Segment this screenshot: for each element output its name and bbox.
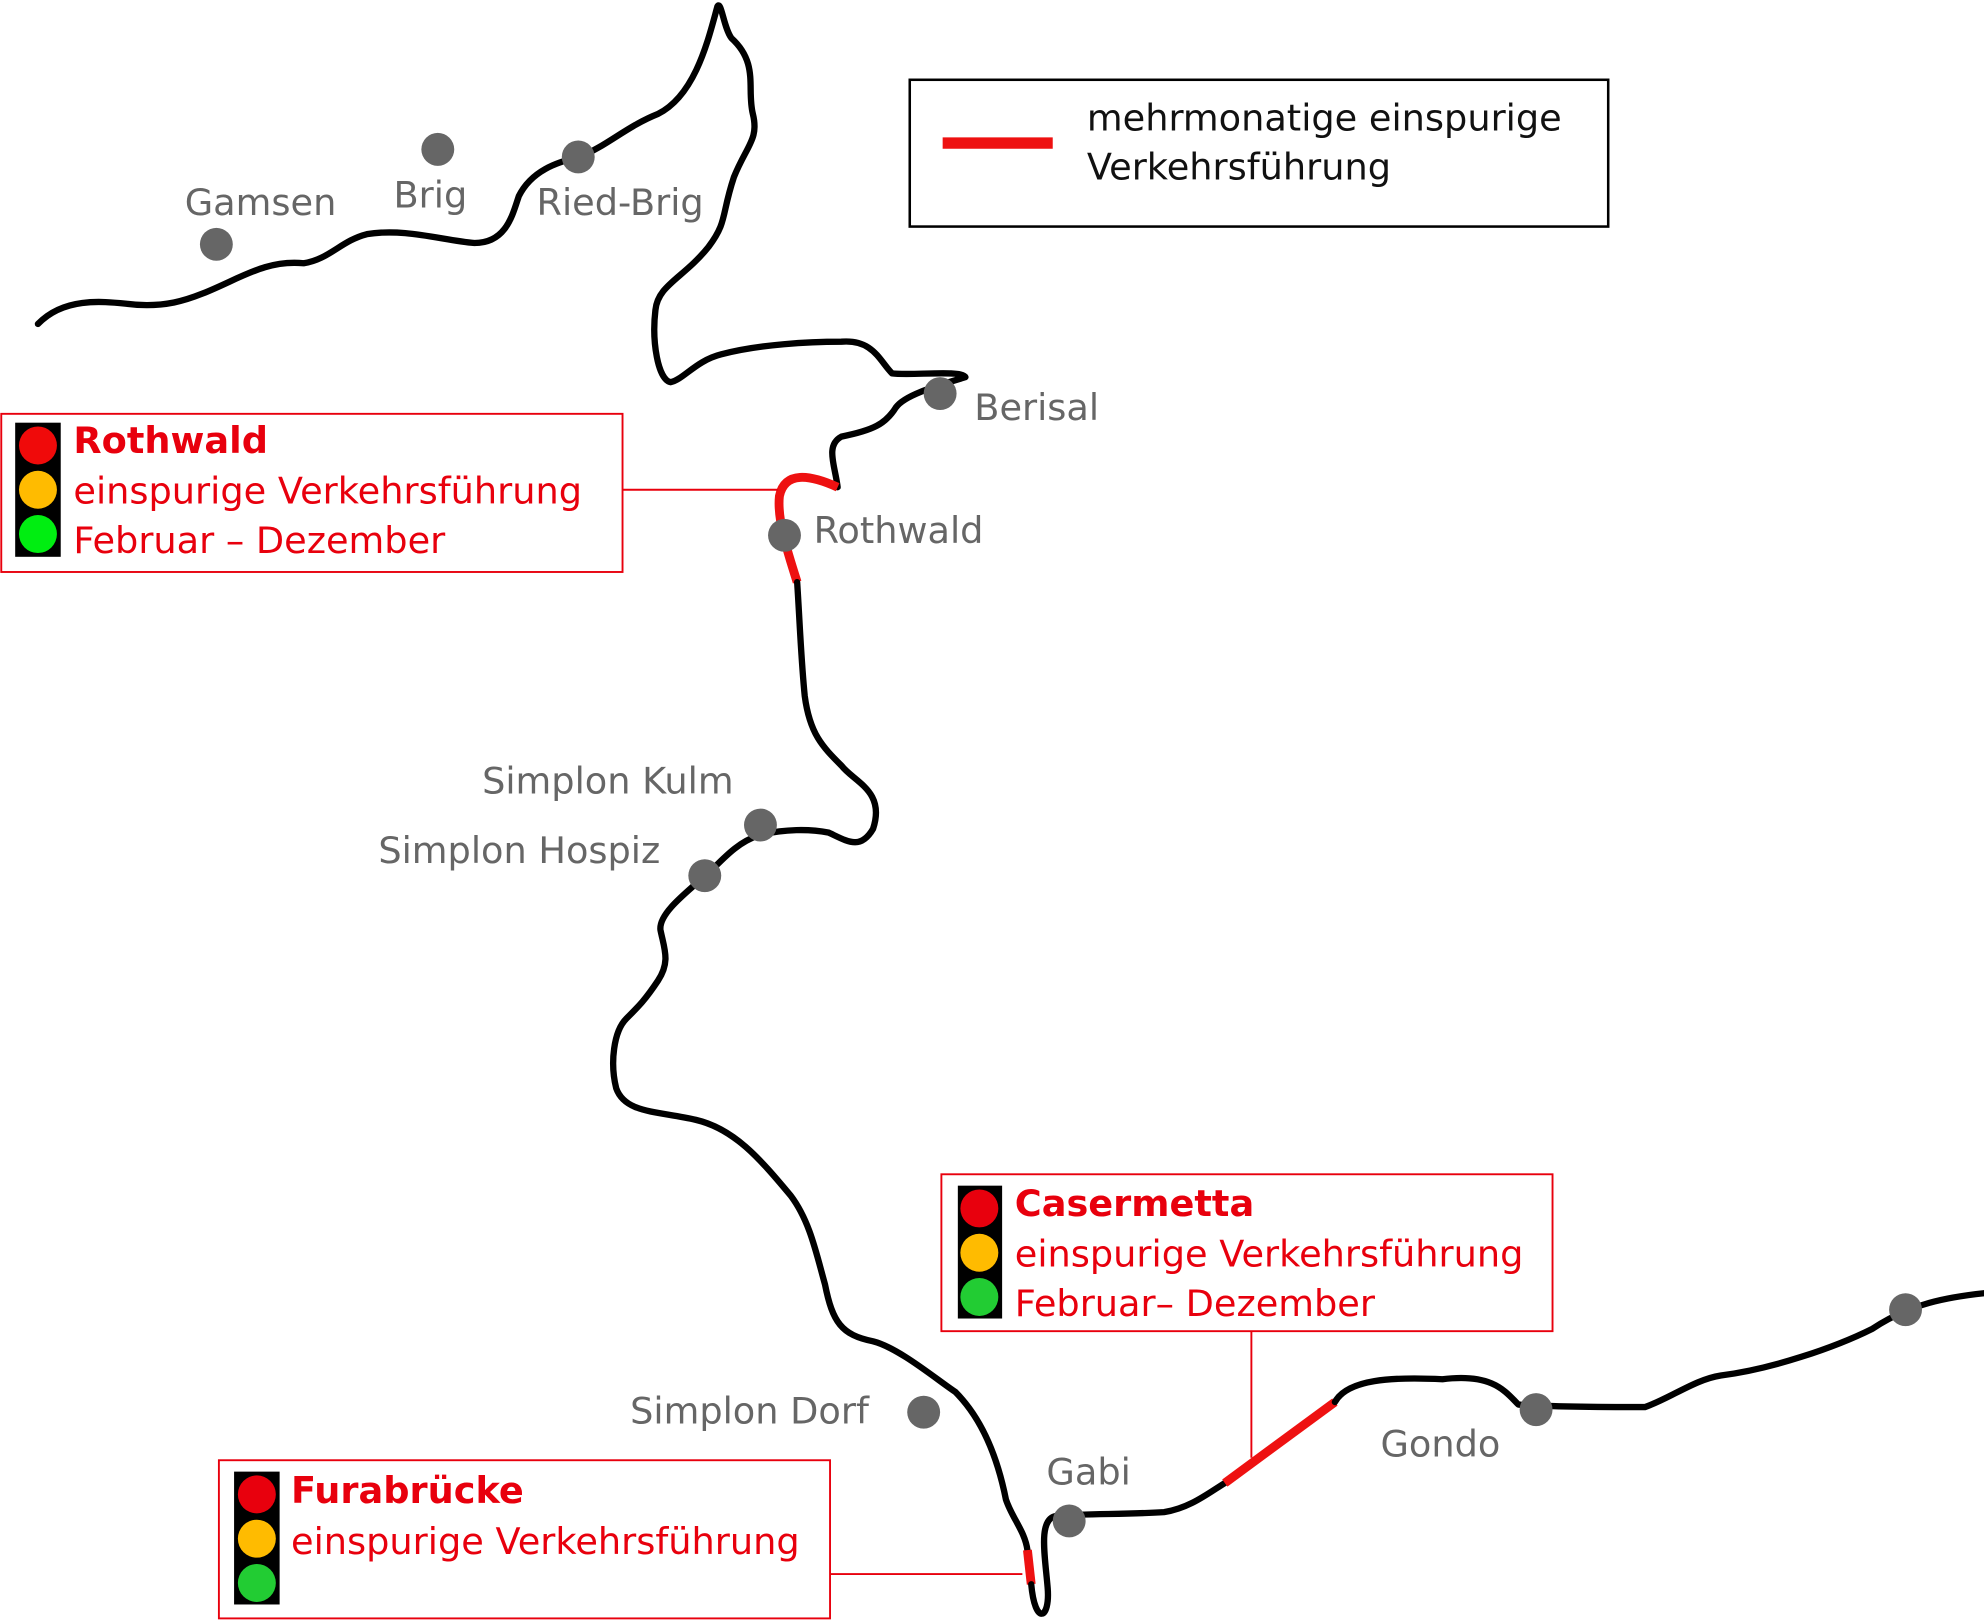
callout-title: Casermetta (1015, 1182, 1254, 1225)
restriction-casermetta (1222, 1398, 1338, 1487)
label-rothwald: Rothwald (814, 509, 984, 552)
label-simplon-kulm: Simplon Kulm (482, 759, 733, 802)
traffic-light-icon (234, 1471, 280, 1605)
label-gabi: Gabi (1046, 1450, 1130, 1493)
restriction-furabruecke (1023, 1549, 1036, 1585)
callout-line2: Februar – Dezember (73, 519, 446, 562)
callout-line1: einspurige Verkehrsführung (291, 1520, 800, 1563)
label-simplon-hospiz: Simplon Hospiz (378, 829, 660, 872)
legend-text-1: mehrmonatige einspurige (1087, 96, 1562, 139)
road-gondo (1028, 1479, 1228, 1617)
callout-line1: einspurige Verkehrsführung (1015, 1233, 1524, 1276)
road-main (34, 2, 969, 491)
callout-furabruecke: Furabrücke einspurige Verkehrsführung (217, 1459, 1023, 1620)
dot-simplon-dorf (907, 1395, 941, 1429)
dot-brig (421, 132, 455, 166)
dot-rothwald (768, 518, 801, 552)
callout-line2: Februar– Dezember (1015, 1282, 1376, 1325)
label-gamsen: Gamsen (185, 181, 337, 224)
traffic-light-icon (957, 1185, 1003, 1319)
traffic-light-icon (15, 422, 61, 557)
label-brig: Brig (394, 174, 468, 217)
dot-gondo (1519, 1393, 1553, 1427)
label-berisal: Berisal (974, 386, 1099, 429)
callout-rothwald: Rothwald einspurige Verkehrsführung Febr… (0, 412, 779, 573)
callout-title: Rothwald (73, 419, 268, 462)
dot-east (1889, 1293, 1922, 1327)
dot-ried-brig (561, 140, 595, 174)
callout-casermetta: Casermetta einspurige Verkehrsführung Fe… (940, 1173, 1554, 1458)
restriction-rothwald (774, 472, 840, 584)
dot-simplon-hospiz (688, 859, 722, 893)
dot-gamsen (199, 227, 233, 261)
road-pass (610, 578, 1031, 1554)
label-gondo: Gondo (1380, 1422, 1500, 1465)
dot-simplon-kulm (744, 808, 777, 842)
place-dots (199, 132, 1922, 1538)
legend: mehrmonatige einspurige Verkehrsführung (908, 78, 1610, 228)
dot-berisal (923, 377, 957, 411)
road-east (1331, 1290, 1984, 1411)
dot-gabi (1052, 1504, 1086, 1538)
label-simplon-dorf: Simplon Dorf (630, 1390, 870, 1433)
label-ried-brig: Ried-Brig (536, 181, 703, 224)
legend-text-2: Verkehrsführung (1087, 146, 1391, 189)
callout-line1: einspurige Verkehrsführung (73, 470, 582, 513)
callout-title: Furabrücke (291, 1469, 524, 1512)
